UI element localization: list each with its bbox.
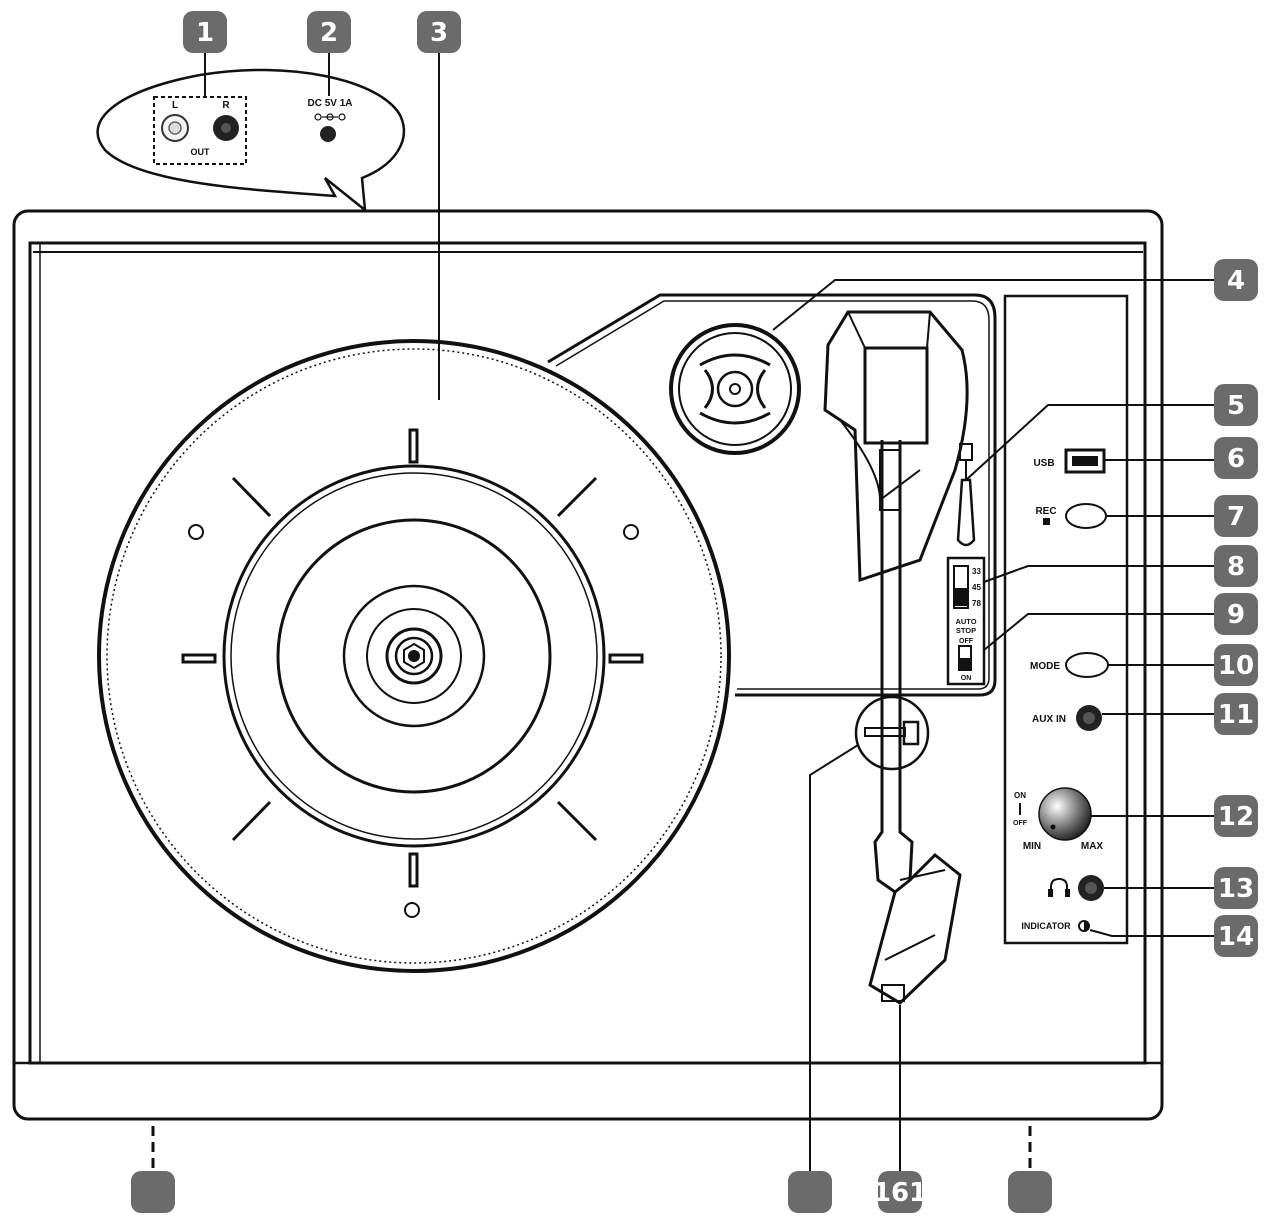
rca-left-jack (161, 114, 189, 142)
callout-badge: 3 (417, 11, 461, 53)
callout-badge: 2 (307, 11, 351, 53)
volume-knob[interactable] (1038, 787, 1092, 841)
callout-badge-number: 8 (1227, 552, 1245, 582)
callout-badge-number: 1 (196, 18, 214, 48)
callout-badge: 10 (1214, 644, 1258, 686)
45rpm-adapter (669, 323, 801, 455)
volume-knob-marker (1050, 824, 1056, 830)
tonearm-plate (547, 293, 997, 697)
mode-button[interactable] (1065, 652, 1109, 678)
callout-badge-number: 14 (1218, 922, 1254, 952)
label-l: L (172, 100, 178, 111)
rear-panel-callout: L R OUT DC 5V 1A (96, 68, 406, 213)
dc-power-jack (320, 126, 336, 142)
label-knob-on: ON (1014, 791, 1026, 800)
label-dc-power: DC 5V 1A (307, 98, 352, 109)
label-speed-45: 45 (972, 583, 981, 592)
rec-button[interactable] (1065, 503, 1107, 529)
callout-badge-number: 6 (1227, 444, 1245, 474)
callout-badge: 161 (873, 1171, 927, 1213)
label-mode: MODE (1030, 661, 1060, 672)
label-speed-78: 78 (972, 599, 981, 608)
out-jacks-frame (153, 96, 247, 165)
label-max: MAX (1081, 841, 1104, 852)
label-aux-in: AUX IN (1032, 714, 1066, 725)
callout-badge-number: 12 (1218, 802, 1254, 832)
label-usb: USB (1033, 458, 1054, 469)
label-r: R (222, 100, 230, 111)
callout-badge: 14 (1214, 915, 1258, 957)
callout-badge: 7 (1214, 495, 1258, 537)
callout-badge-number: 5 (1227, 391, 1245, 421)
headphone-jack (1078, 875, 1104, 901)
callout-badge-number: 3 (430, 18, 448, 48)
label-min: MIN (1023, 841, 1041, 852)
callout-badge: 1 (183, 11, 227, 53)
callout-badge-number: 9 (1227, 600, 1245, 630)
callout-badge: 5 (1214, 384, 1258, 426)
callout-badge: 8 (1214, 545, 1258, 587)
callout-badge-number: 7 (1227, 502, 1245, 532)
label-indicator: INDICATOR (1021, 921, 1071, 931)
callout-badge: 11 (1214, 693, 1258, 735)
callout-badge-number: 13 (1218, 874, 1254, 904)
callout-badge-number: 161 (873, 1178, 927, 1208)
leader-lines-right (772, 279, 1218, 1173)
headphone-icon (1048, 877, 1070, 897)
feet-markers (151, 1126, 1032, 1170)
label-out: OUT (191, 147, 211, 157)
cue-lever (956, 443, 976, 547)
rec-dot (1043, 518, 1050, 525)
speed-autostop-panel: 33 45 78 AUTO STOP OFF ON (946, 556, 986, 686)
label-knob-off: OFF (1013, 820, 1028, 827)
callout-badge: 12 (1214, 795, 1258, 837)
callout-badge-number: 4 (1227, 266, 1245, 296)
tonearm (823, 310, 969, 1005)
label-auto: AUTO (955, 617, 976, 626)
platter (97, 339, 731, 973)
callout-badge (1008, 1171, 1052, 1213)
callout-badge: 9 (1214, 593, 1258, 635)
callout-badge: 13 (1214, 867, 1258, 909)
label-stop: STOP (956, 626, 976, 635)
platter-markers (181, 428, 644, 918)
callout-badge: 6 (1214, 437, 1258, 479)
spindle (385, 627, 443, 685)
aux-in-jack (1076, 705, 1102, 731)
label-autostop-off: OFF (959, 638, 974, 645)
callout-badge-number: 11 (1218, 700, 1254, 730)
label-speed-33: 33 (972, 567, 981, 576)
usb-port (1064, 448, 1106, 474)
callout-badge (131, 1171, 175, 1213)
callout-badge: 4 (1214, 259, 1258, 301)
polarity-icon (314, 113, 346, 121)
callout-badge-number: 10 (1218, 651, 1254, 681)
label-autostop-on: ON (961, 675, 972, 682)
callout-badge (788, 1171, 832, 1213)
callout-badge-number: 2 (320, 18, 338, 48)
rca-right-jack (213, 115, 239, 141)
indicator-led (1078, 920, 1090, 932)
label-rec: REC (1035, 506, 1056, 517)
control-panel: USB REC MODE AUX IN ON OFF MIN MAX (1003, 294, 1129, 945)
